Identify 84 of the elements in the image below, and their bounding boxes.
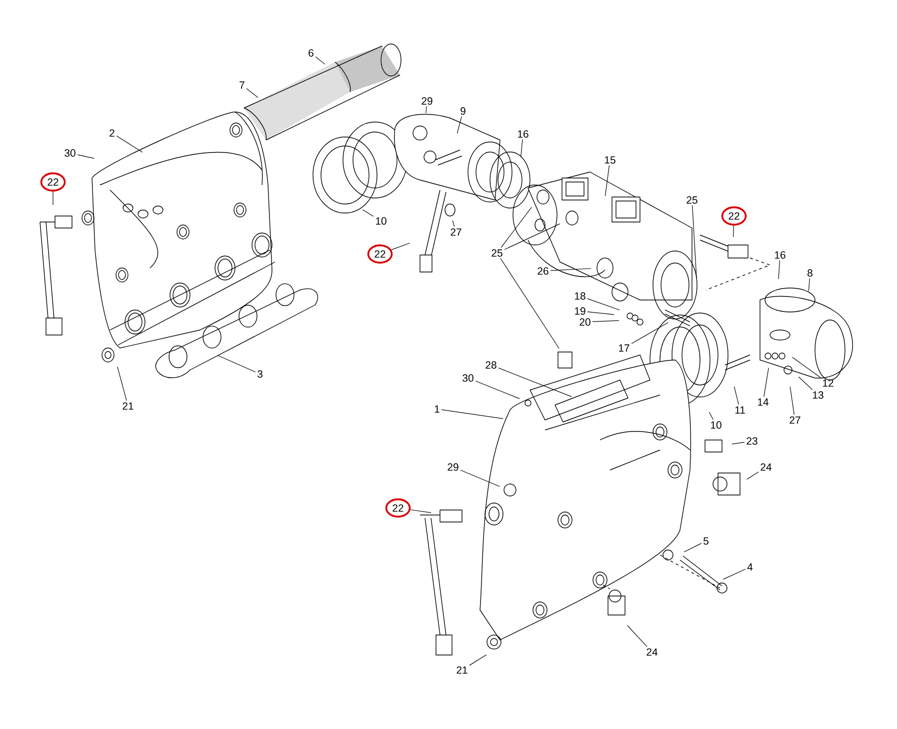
callout-number: 2 [110, 129, 114, 137]
leader-line [218, 355, 256, 372]
leader-line [77, 154, 95, 159]
callout-number: 14 [758, 398, 768, 406]
callout-number: 8 [808, 269, 812, 277]
leader-line [520, 139, 523, 158]
leader-line [52, 191, 54, 206]
callout-number: 12 [822, 379, 834, 387]
leader-line [315, 56, 326, 65]
circled-callout-number: 22 [40, 172, 66, 192]
callout-number: 30 [64, 149, 76, 157]
callout-number: 21 [456, 666, 468, 674]
leader-line [790, 386, 795, 415]
leader-line [764, 368, 769, 397]
leader-line [550, 268, 592, 271]
leader-line [627, 625, 648, 647]
callout-number: 5 [704, 537, 708, 545]
callout-number: 15 [604, 156, 616, 164]
callout-number: 20 [580, 318, 590, 326]
callout-number: 11 [735, 406, 745, 414]
callout-number: 30 [462, 374, 474, 382]
circled-callout-number: 22 [721, 206, 747, 226]
leader-line [792, 357, 821, 378]
leader-line [426, 106, 427, 114]
circled-callout-number: 22 [367, 244, 393, 264]
leader-line [592, 320, 620, 322]
leader-line [500, 206, 532, 248]
callout-number: 3 [258, 370, 262, 378]
callout-number: 25 [686, 196, 698, 204]
callout-number: 18 [574, 292, 586, 300]
leader-line [746, 472, 759, 480]
leader-line [441, 409, 504, 419]
leader-line [778, 260, 780, 280]
leader-line [452, 220, 455, 227]
callout-number: 7 [240, 81, 244, 89]
leader-line [604, 165, 610, 196]
leader-line [734, 386, 739, 405]
leader-line [708, 412, 714, 420]
leader-line [692, 205, 697, 278]
leader-line [456, 116, 462, 134]
leader-line [116, 136, 143, 152]
callout-number: 10 [710, 421, 722, 429]
callout-number: 23 [746, 437, 758, 445]
leader-line [391, 242, 410, 250]
leader-line [808, 278, 810, 292]
callout-number: 29 [448, 463, 458, 471]
callout-number: 1 [434, 405, 440, 413]
callout-number: 10 [376, 217, 386, 225]
leader-line [469, 654, 487, 666]
leader-line [732, 442, 745, 444]
callout-number: 24 [646, 648, 658, 656]
callout-number: 13 [812, 391, 824, 399]
leader-line [504, 224, 560, 250]
leader-line [246, 88, 258, 98]
callout-number: 4 [747, 563, 753, 571]
callout-number: 25 [492, 249, 502, 257]
callout-number: 27 [450, 228, 462, 236]
leader-line [500, 258, 560, 349]
callout-number: 28 [486, 361, 496, 369]
callout-number: 19 [574, 307, 586, 315]
leader-line [722, 568, 746, 580]
leader-line [475, 380, 520, 399]
callout-number: 6 [308, 49, 314, 57]
leader-line [798, 376, 813, 390]
callout-number: 9 [460, 107, 466, 115]
leader-line [587, 298, 620, 310]
callout-number: 17 [618, 344, 630, 352]
leader-line [410, 509, 432, 513]
callout-number: 24 [760, 463, 772, 471]
callout-number: 16 [518, 130, 528, 138]
circled-callout-number: 22 [385, 498, 411, 518]
leader-line [362, 209, 374, 217]
leader-line [117, 366, 127, 401]
callout-number: 16 [774, 251, 786, 259]
leader-line [631, 322, 668, 344]
callout-number: 29 [422, 97, 432, 105]
leader-line [498, 368, 572, 397]
callout-number: 26 [538, 267, 548, 275]
callout-number: 27 [790, 416, 800, 424]
leader-line [684, 543, 702, 552]
leader-line [460, 470, 500, 487]
leader-line [587, 312, 614, 315]
leader-line [733, 225, 734, 238]
callout-number: 21 [122, 402, 134, 410]
